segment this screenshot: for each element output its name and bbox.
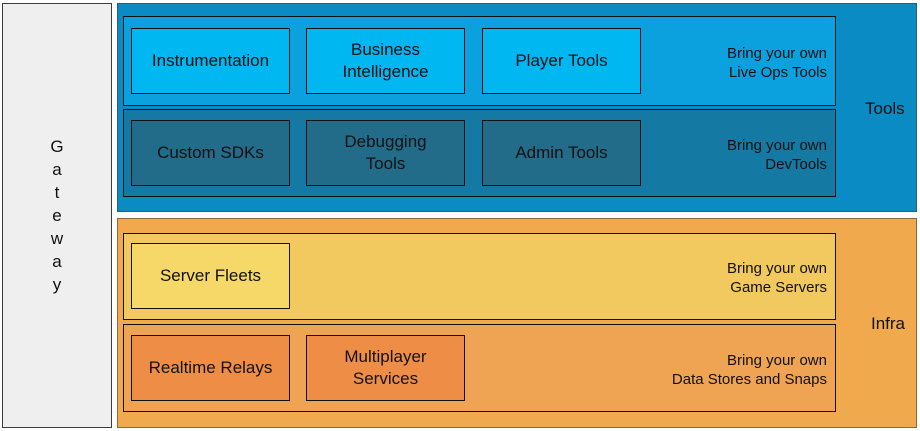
gateway-letter: a bbox=[52, 252, 62, 271]
gateway-letter: a bbox=[52, 160, 62, 179]
data-stores-note: Bring your own Data Stores and Snaps bbox=[671, 352, 827, 388]
gateway-letter: y bbox=[52, 275, 62, 294]
gateway-letter: t bbox=[54, 183, 60, 202]
server-fleets-box: Server Fleets bbox=[131, 243, 290, 309]
infra-section-label: Infra bbox=[871, 314, 906, 333]
devtools-note: Bring your own DevTools bbox=[726, 137, 827, 173]
realtime-relays-box: Realtime Relays bbox=[131, 335, 290, 401]
live-ops-tools-note: Bring your own Live Ops Tools bbox=[726, 45, 827, 81]
instrumentation-box: Instrumentation bbox=[131, 28, 290, 94]
gateway-letter: G bbox=[50, 137, 64, 156]
debugging-tools-box: Debugging Tools bbox=[306, 120, 465, 186]
custom-sdks-box: Custom SDKs bbox=[131, 120, 290, 186]
gateway-letter: e bbox=[52, 206, 62, 225]
business-intelligence-box: Business Intelligence bbox=[306, 28, 465, 94]
tools-section-label: Tools bbox=[865, 99, 905, 118]
admin-tools-box: Admin Tools bbox=[482, 120, 641, 186]
multiplayer-services-box: Multiplayer Services bbox=[306, 335, 465, 401]
player-tools-box: Player Tools bbox=[482, 28, 641, 94]
gateway-letter: w bbox=[50, 229, 64, 248]
game-servers-note: Bring your own Game Servers bbox=[726, 260, 827, 296]
